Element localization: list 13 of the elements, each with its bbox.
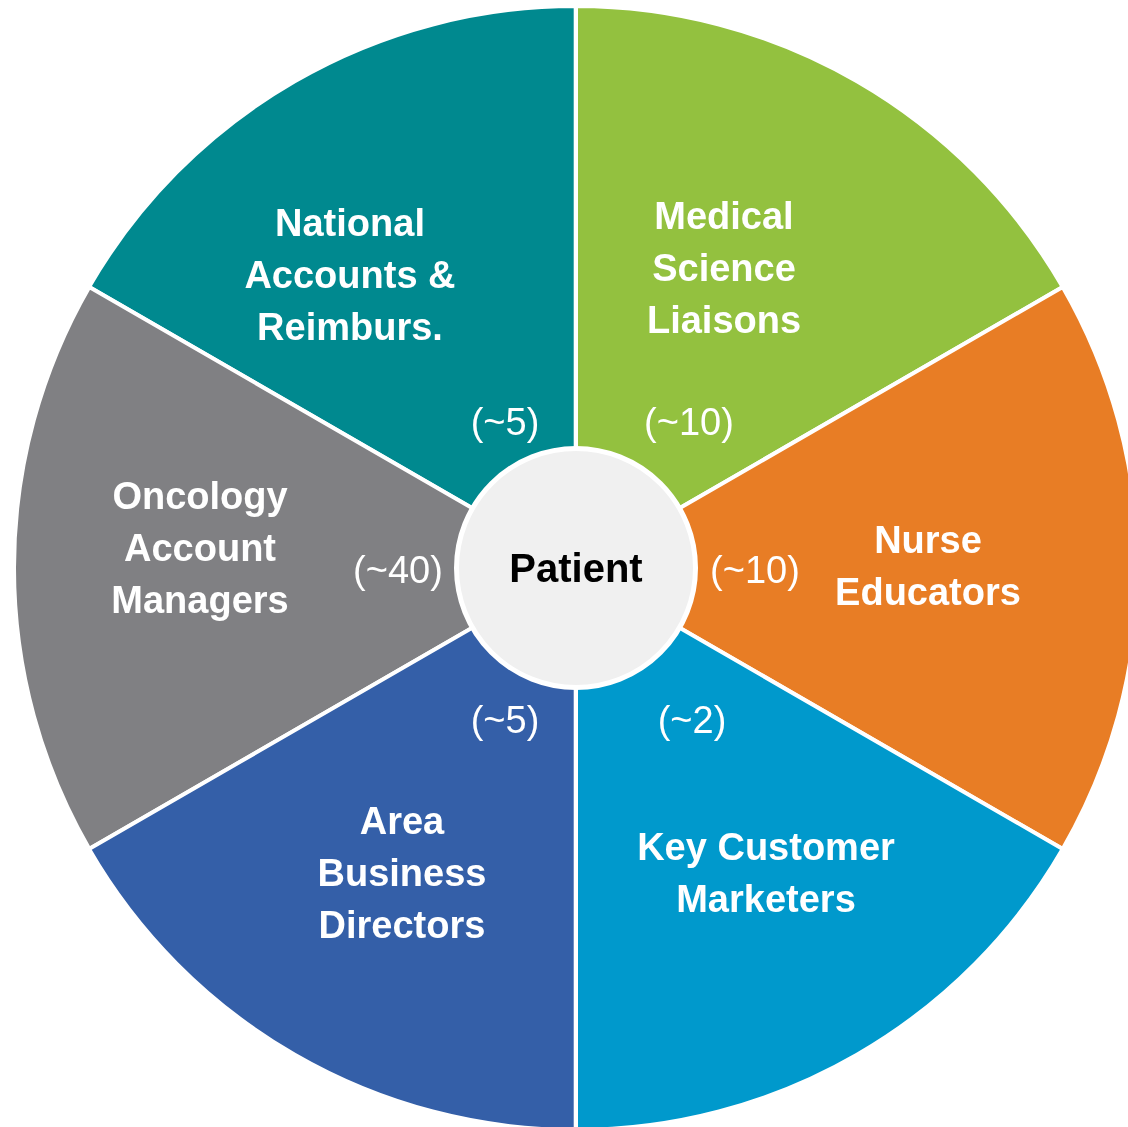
count-label: (~40) (353, 548, 443, 592)
segment-label: Area Business Directors (316, 799, 488, 948)
count-label: (~5) (470, 400, 540, 444)
count-label: (~5) (470, 698, 540, 742)
count-label: (~10) (644, 400, 734, 444)
segment-label: Key Customer Marketers (636, 825, 896, 922)
segment-label: Nurse Educators (834, 518, 1022, 615)
center-label: Patient (509, 545, 643, 591)
count-label: (~10) (710, 548, 800, 592)
count-label: (~2) (657, 698, 727, 742)
segment-label: Medical Science Liaisons (645, 194, 803, 343)
segment-label: National Accounts & Reimburs. (243, 201, 457, 350)
segment-label: Oncology Account Managers (110, 474, 290, 623)
